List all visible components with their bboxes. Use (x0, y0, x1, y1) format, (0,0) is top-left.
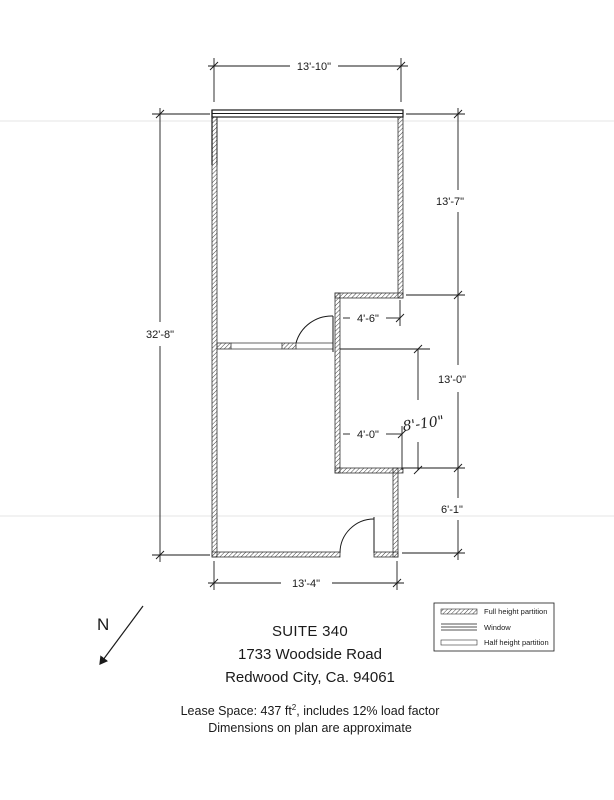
wall-notch-top (334, 292, 404, 299)
entry-door (339, 517, 375, 554)
window-top (211, 109, 404, 165)
dim-overall-height: 32'-8" (146, 329, 174, 341)
legend-label-half: Half height partition (484, 638, 549, 647)
legend-label-full: Full height partition (484, 607, 547, 616)
double-line-icon (441, 623, 477, 631)
wall-bottom-left (211, 551, 341, 558)
lease-sup: 2 (291, 703, 297, 712)
approx-note: Dimensions on plan are approximate (208, 721, 412, 735)
dimension-lines (152, 58, 465, 590)
dim-bottom-width: 13'-4" (292, 578, 320, 590)
dim-notch-top: 4'-6" (357, 313, 379, 325)
lease-suffix: , includes 12% load factor (296, 704, 440, 719)
dim-top-width: 13'-10" (297, 61, 331, 73)
dim-right-middle: 13'-0" (438, 374, 466, 386)
hatched-wall-icon (440, 608, 478, 615)
wall-bottom-right (373, 551, 399, 558)
north-arrow-icon (99, 605, 144, 665)
wall-right-lower (392, 467, 399, 558)
north-label: N (97, 615, 109, 634)
suite-title: SUITE 340 (271, 623, 349, 640)
lease-space: Lease Space: 437 ft2, includes 12% load … (150, 703, 470, 718)
dim-notch-bottom: 4'-0" (357, 429, 379, 441)
legend-label-window: Window (484, 623, 511, 632)
dim-right-bottom: 6'-1" (441, 504, 463, 516)
wall-left (211, 114, 218, 558)
scan-lines (0, 120, 614, 517)
dim-handwritten: 8'-10" (402, 413, 446, 435)
open-wall-icon (440, 639, 478, 646)
address-line: 1733 Woodside Road (238, 646, 382, 663)
wall-right-upper (397, 114, 404, 299)
city-line: Redwood City, Ca. 94061 (225, 669, 395, 686)
interior-door (295, 315, 334, 352)
north-arrow: N (97, 605, 144, 665)
walls (211, 114, 404, 558)
wall-notch-bottom (334, 467, 404, 474)
wall-notch-vertical (334, 292, 341, 474)
dim-right-top: 13'-7" (436, 196, 464, 208)
legend: Full height partition Window Half height… (433, 602, 555, 652)
lease-prefix: Lease Space: 437 ft (180, 704, 292, 719)
interior-partition (216, 342, 333, 350)
